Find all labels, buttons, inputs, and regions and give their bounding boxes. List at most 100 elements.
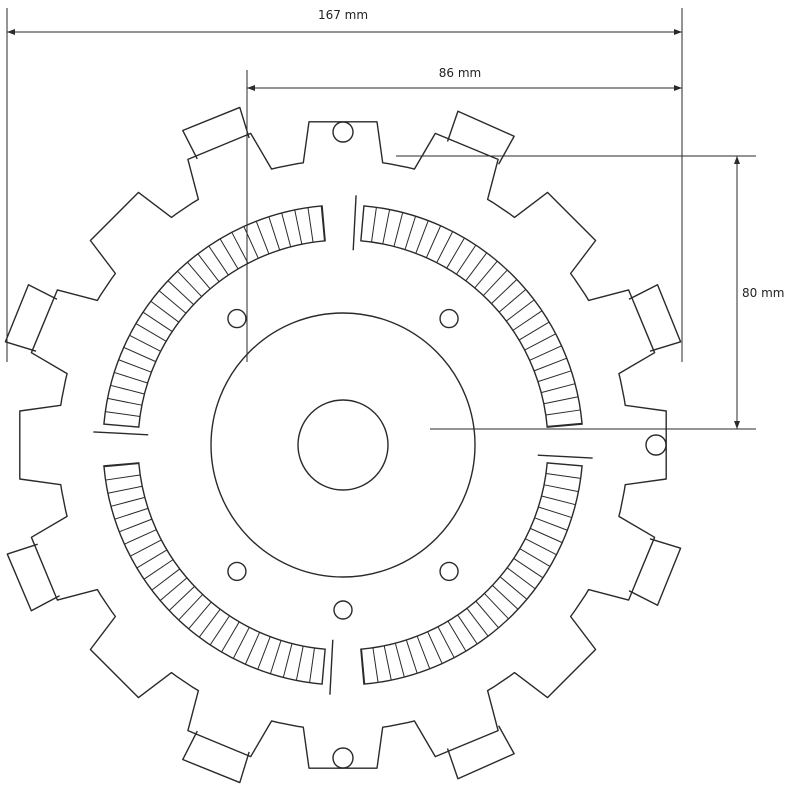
winding-line bbox=[255, 221, 270, 255]
winding-line bbox=[208, 245, 229, 276]
winding-line bbox=[447, 620, 467, 652]
winding-line bbox=[361, 649, 366, 685]
coil-end-cap bbox=[93, 431, 149, 436]
inner-hole bbox=[227, 308, 247, 329]
winding-line bbox=[130, 539, 162, 557]
winding-line bbox=[129, 334, 161, 352]
winding-line bbox=[538, 506, 572, 519]
loop-bracket bbox=[446, 725, 515, 780]
winding-line bbox=[394, 643, 405, 678]
winding-line bbox=[446, 237, 465, 269]
winding-line bbox=[110, 496, 145, 507]
winding-line bbox=[519, 548, 551, 567]
winding-line bbox=[168, 586, 195, 611]
winding-line bbox=[465, 252, 488, 282]
winding-line bbox=[269, 640, 282, 674]
winding-line bbox=[124, 529, 157, 545]
winding-line bbox=[525, 538, 557, 556]
winding-line bbox=[114, 507, 149, 520]
loop-bracket bbox=[182, 730, 250, 784]
winding-line bbox=[524, 333, 556, 351]
coil-end-cap bbox=[352, 195, 357, 251]
mounting-holes bbox=[227, 121, 667, 769]
winding-line bbox=[513, 558, 544, 579]
winding-line bbox=[198, 608, 221, 638]
winding-line bbox=[512, 310, 543, 331]
winding-line bbox=[143, 559, 174, 580]
coil-segment bbox=[352, 195, 583, 428]
winding-line bbox=[110, 384, 145, 395]
winding-line bbox=[307, 207, 314, 243]
winding-line bbox=[541, 495, 576, 506]
winding-line bbox=[383, 645, 392, 681]
winding-line bbox=[107, 397, 143, 406]
loop-bracket bbox=[628, 284, 682, 352]
winding-line bbox=[533, 357, 567, 372]
winding-line bbox=[474, 260, 498, 289]
winding-line bbox=[309, 647, 315, 683]
winding-line bbox=[415, 220, 429, 254]
winding-line bbox=[491, 279, 518, 304]
winding-line bbox=[543, 484, 579, 493]
winding-line bbox=[231, 232, 249, 264]
winding-line bbox=[197, 253, 220, 283]
winding-line bbox=[159, 577, 188, 601]
winding-line bbox=[119, 518, 153, 533]
dimension-label-overall: 167 mm bbox=[318, 8, 368, 22]
winding-line bbox=[257, 636, 271, 670]
winding-line bbox=[177, 270, 202, 297]
winding-line bbox=[219, 238, 239, 270]
winding-line bbox=[371, 207, 377, 243]
coil-band bbox=[360, 205, 583, 428]
winding-line bbox=[534, 517, 568, 531]
winding-line bbox=[547, 422, 583, 427]
dimension-label-inner: 86 mm bbox=[439, 66, 481, 80]
winding-line bbox=[232, 627, 250, 659]
winding-line bbox=[529, 345, 562, 361]
coil-segment bbox=[360, 454, 593, 685]
rim-hole bbox=[332, 121, 354, 143]
coil-segment bbox=[103, 462, 334, 695]
winding-line bbox=[530, 527, 563, 544]
coil-windings bbox=[93, 195, 593, 695]
winding-line bbox=[187, 261, 211, 290]
winding-line bbox=[505, 299, 535, 322]
dimension-overall: 167 mm bbox=[6, 8, 683, 362]
winding-line bbox=[436, 231, 454, 263]
winding-line bbox=[499, 576, 528, 600]
dimension-label-height: 80 mm bbox=[742, 286, 784, 300]
winding-line bbox=[482, 269, 508, 296]
winding-line bbox=[188, 601, 212, 630]
inner-hole bbox=[333, 600, 353, 620]
winding-line bbox=[545, 409, 581, 416]
inner-hole bbox=[227, 561, 247, 582]
winding-line bbox=[105, 411, 141, 417]
rim-hole bbox=[332, 747, 354, 769]
winding-line bbox=[416, 635, 431, 669]
winding-line bbox=[405, 639, 418, 674]
winding-line bbox=[243, 226, 259, 259]
winding-line bbox=[393, 212, 404, 247]
coil-band bbox=[103, 462, 326, 685]
inner-hole bbox=[439, 561, 459, 582]
loop-bracket bbox=[6, 543, 60, 612]
coil-end-cap bbox=[329, 639, 334, 695]
winding-line bbox=[541, 383, 576, 394]
winding-line bbox=[492, 584, 519, 610]
dimension-height: 80 mm bbox=[396, 155, 784, 430]
winding-line bbox=[167, 280, 194, 306]
winding-line bbox=[151, 568, 181, 591]
winding-line bbox=[537, 370, 572, 383]
winding-line bbox=[437, 626, 455, 658]
winding-line bbox=[475, 600, 499, 629]
winding-line bbox=[103, 463, 139, 468]
loop-bracket bbox=[182, 106, 250, 160]
winding-line bbox=[282, 643, 293, 678]
winding-line bbox=[221, 621, 240, 653]
coil-band bbox=[360, 462, 583, 685]
winding-line bbox=[427, 631, 443, 664]
winding-line bbox=[114, 371, 148, 384]
winding-line bbox=[543, 396, 579, 405]
winding-line bbox=[150, 300, 180, 323]
